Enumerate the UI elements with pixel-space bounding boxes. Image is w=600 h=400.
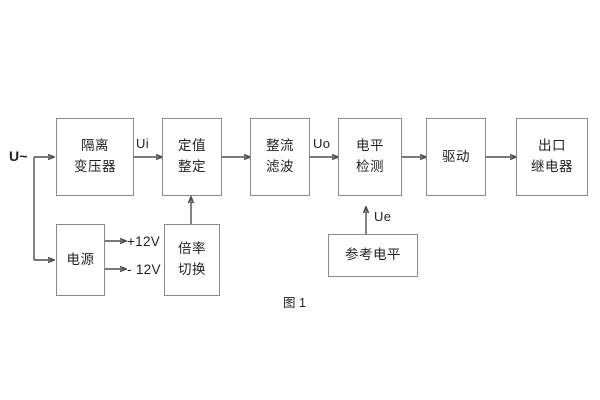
block-line-2: 滤波 (266, 159, 294, 174)
block-line-1: 参考电平 (345, 247, 401, 263)
power-rail-positive-label: +12V (127, 234, 161, 249)
block-line-1: 出口 (538, 138, 566, 154)
block-power-supply[interactable]: 电源 (56, 224, 105, 296)
block-line-1: 隔离 (81, 138, 109, 154)
block-line-1: 电源 (66, 251, 95, 267)
block-line-2: 检测 (356, 159, 384, 174)
block-line-2: 切换 (178, 262, 206, 277)
block-line-1: 电平 (356, 138, 384, 154)
signal-label-uo: Uo (313, 136, 331, 151)
block-line-1: 倍率 (178, 241, 206, 257)
power-rail-negative-label: - 12V (127, 262, 161, 277)
input-bus-wire (33, 157, 54, 260)
figure-caption: 图 1 (283, 296, 306, 310)
block-line-1: 定值 (178, 138, 206, 154)
block-multiplier-switch[interactable]: 倍率 切换 (164, 224, 220, 296)
block-setting-value[interactable]: 定值 整定 (162, 118, 222, 196)
signal-label-ue: Ue (374, 209, 392, 224)
input-label-u: U~ (9, 148, 28, 164)
block-rectify-filter[interactable]: 整流 滤波 (250, 118, 310, 196)
block-line-2: 整定 (178, 159, 206, 174)
block-line-1: 整流 (266, 138, 294, 154)
block-output-relay[interactable]: 出口 继电器 (516, 118, 588, 196)
block-line-2: 继电器 (531, 159, 573, 174)
signal-label-ui: Ui (136, 136, 149, 151)
block-isolation-transformer[interactable]: 隔离 变压器 (56, 118, 134, 196)
block-reference-level[interactable]: 参考电平 (328, 234, 418, 277)
block-drive[interactable]: 驱动 (426, 118, 486, 196)
block-line-2: 变压器 (74, 159, 116, 174)
block-line-1: 驱动 (442, 148, 470, 164)
block-level-detect[interactable]: 电平 检测 (338, 118, 402, 196)
